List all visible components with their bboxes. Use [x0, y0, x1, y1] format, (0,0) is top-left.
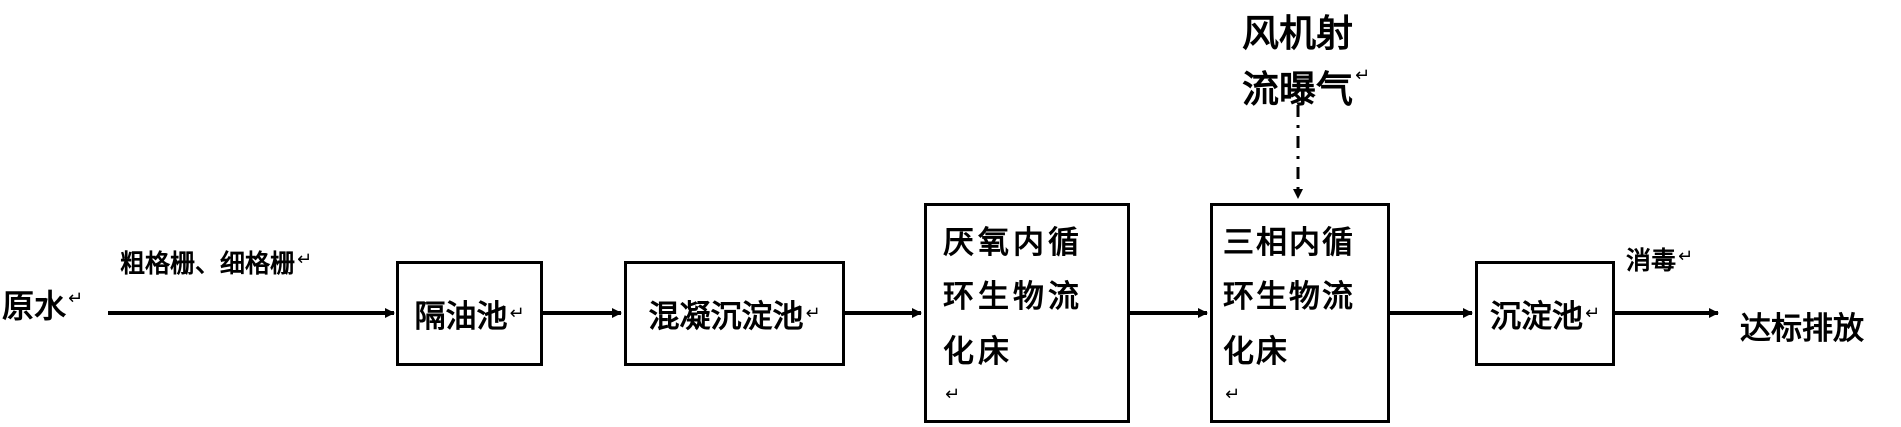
sedimentation-tank: 沉淀池↵ [1475, 261, 1615, 366]
source-label: 原水↵ [2, 287, 84, 325]
aeration-label: 风机射 流曝气↵ [1242, 12, 1371, 111]
disinfection-label: 消毒↵ [1626, 246, 1694, 275]
three-phase-fluidized-bed: 三相内循 环生物流 化床↵ [1210, 203, 1390, 423]
screens-label: 粗格栅、细格栅↵ [120, 249, 313, 278]
anaerobic-fluidized-bed: 厌氧内循 环生物流 化床↵ [924, 203, 1130, 423]
coagulation-sedimentation-tank: 混凝沉淀池↵ [624, 261, 845, 366]
discharge-label: 达标排放 [1740, 311, 1864, 347]
oil-separator-tank: 隔油池↵ [396, 261, 543, 366]
